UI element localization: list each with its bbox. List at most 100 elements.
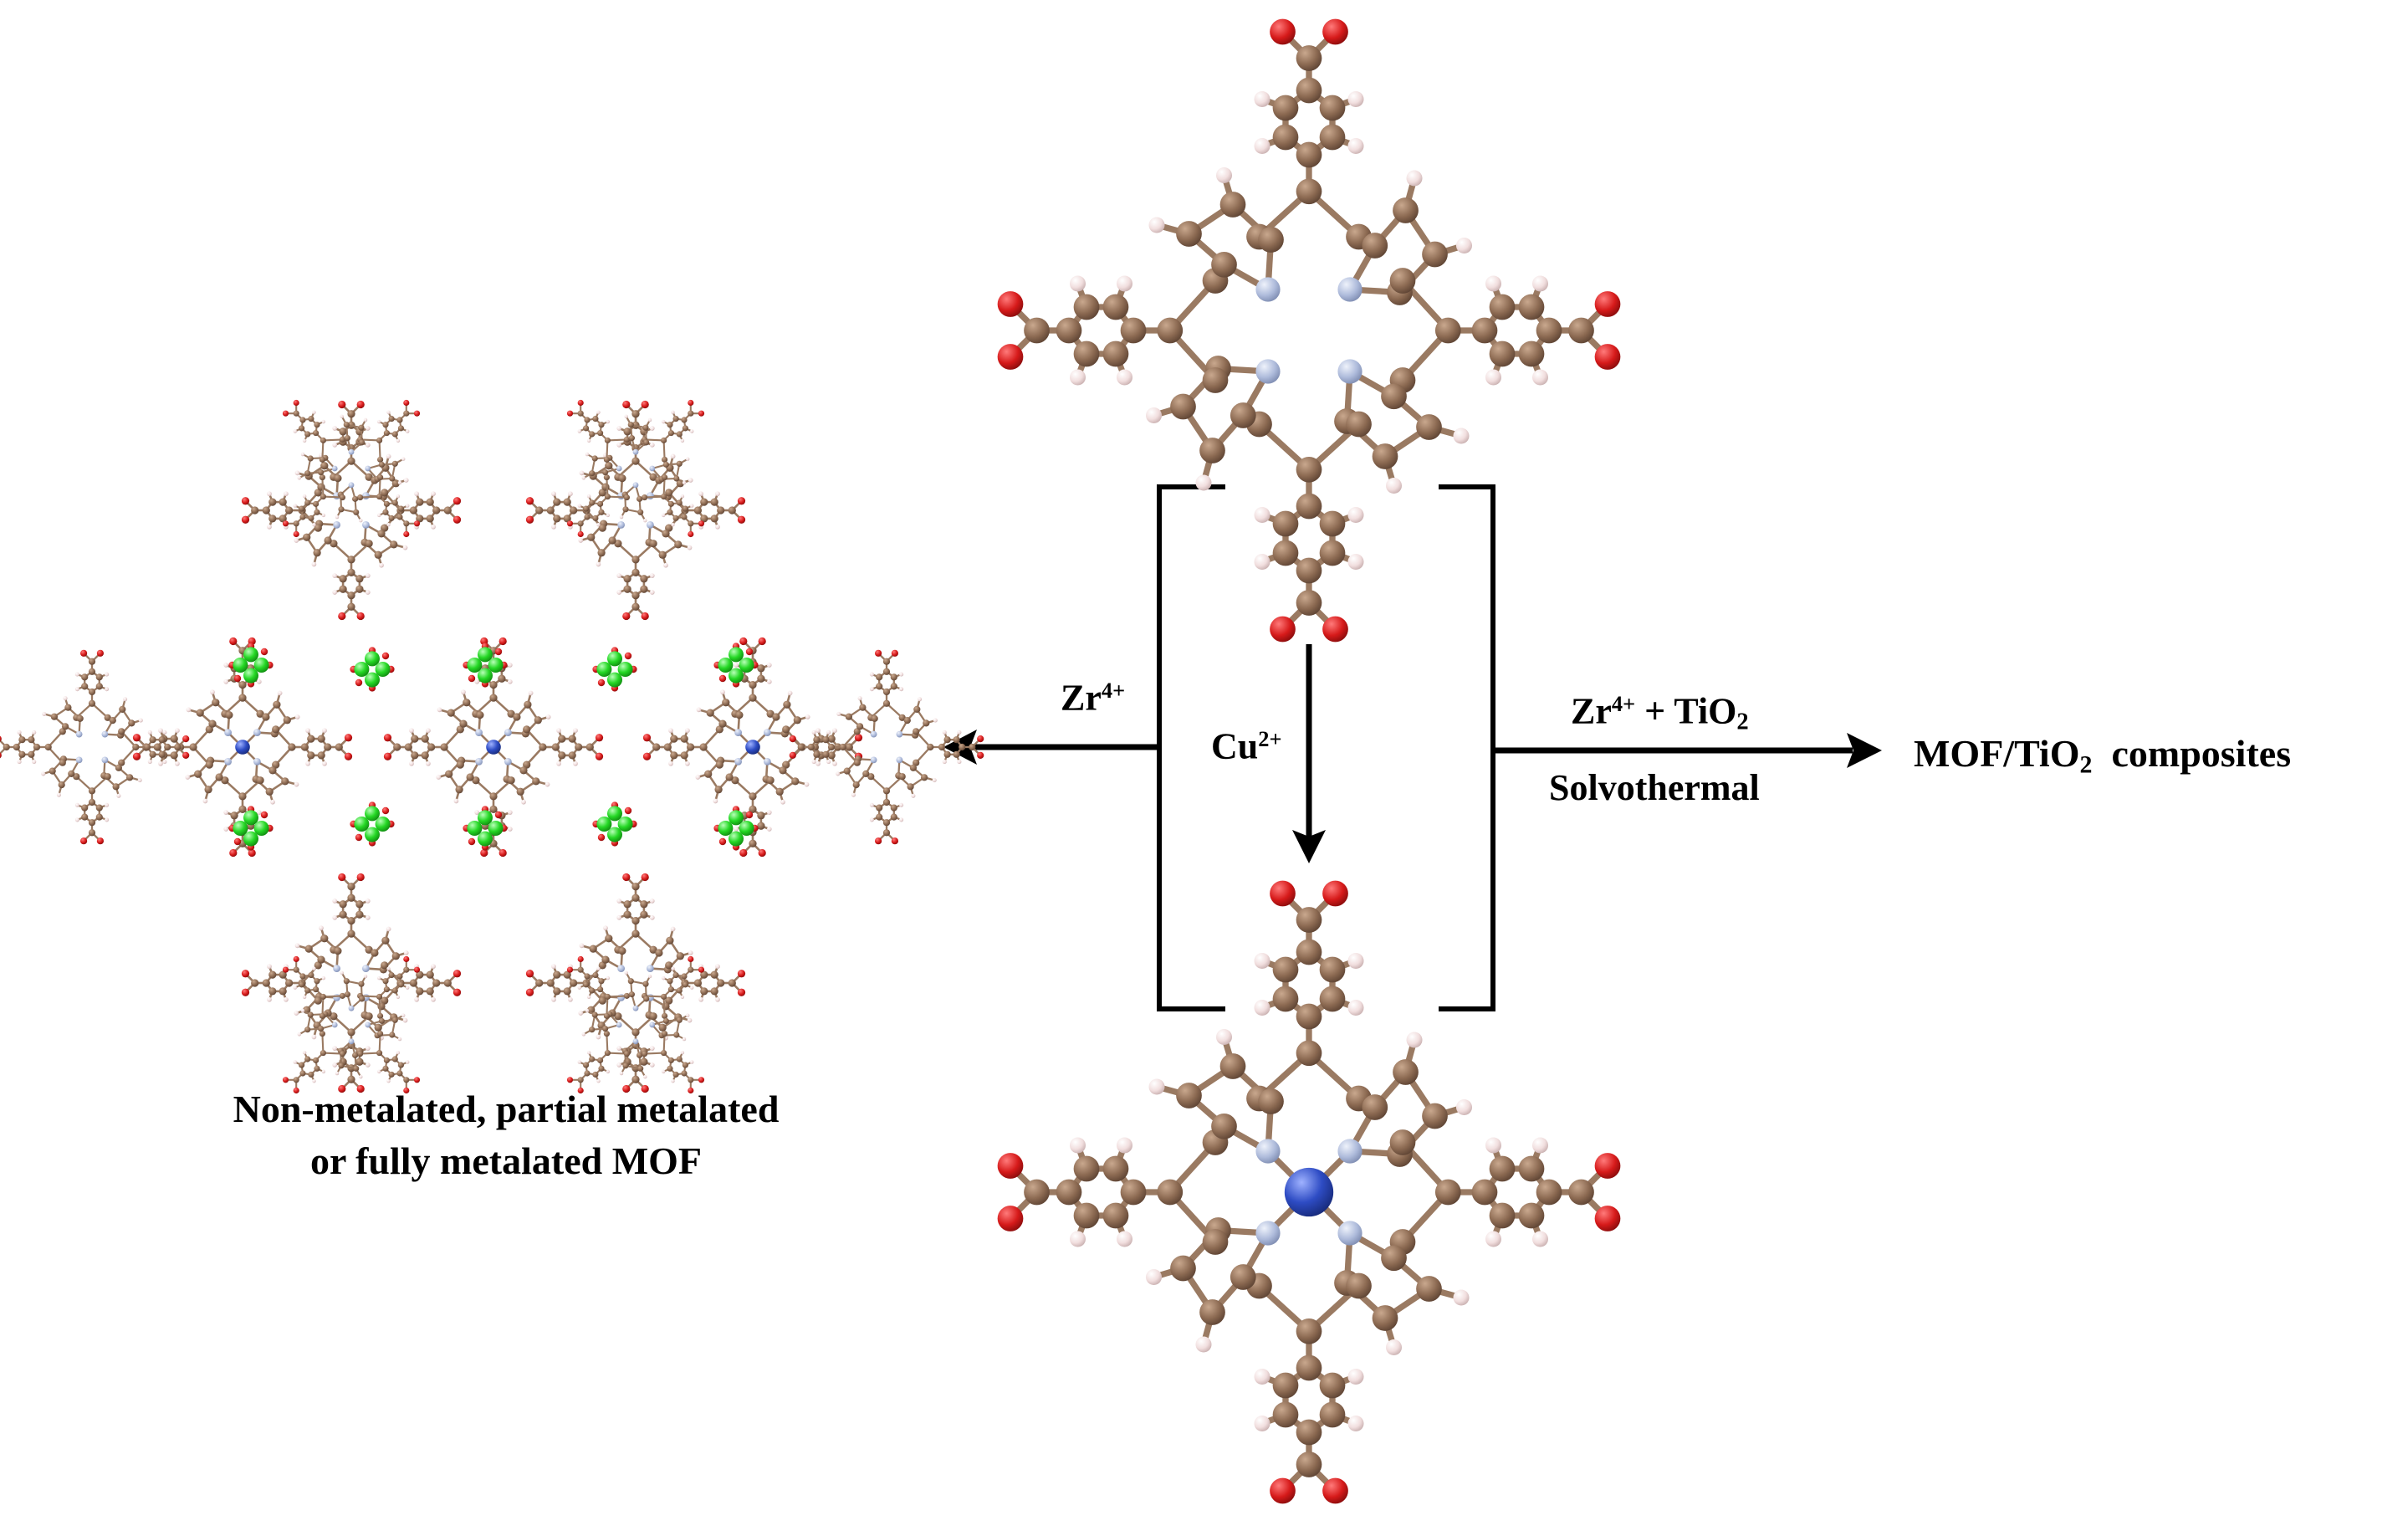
atom — [339, 992, 345, 999]
atom — [662, 1017, 669, 1024]
atom — [1296, 1419, 1322, 1446]
atom — [665, 961, 673, 970]
atom — [355, 585, 364, 593]
atom — [890, 813, 897, 821]
atom — [676, 1016, 683, 1023]
atom — [262, 506, 270, 515]
atom — [388, 972, 395, 979]
atom — [682, 1062, 688, 1068]
atom — [305, 728, 310, 734]
atom — [1270, 18, 1296, 45]
atom — [822, 736, 830, 744]
atom — [616, 1046, 622, 1051]
atom — [405, 1060, 410, 1064]
atom — [443, 506, 452, 515]
atom — [686, 743, 695, 751]
atom — [88, 819, 96, 827]
atom — [789, 735, 796, 743]
atom — [335, 515, 340, 520]
atom — [663, 743, 672, 751]
zirconium-atom — [243, 810, 258, 826]
atom — [397, 425, 404, 432]
atom — [641, 400, 649, 409]
atom — [319, 474, 325, 481]
atom — [1148, 217, 1165, 233]
atom — [338, 400, 346, 409]
atom — [302, 438, 307, 443]
atom — [637, 1052, 643, 1058]
atom — [397, 981, 404, 988]
atom — [737, 988, 746, 996]
atom — [210, 689, 215, 695]
atom — [525, 970, 534, 978]
atom — [383, 430, 390, 437]
bond — [443, 746, 462, 765]
solvothermal-label: Solvothermal — [1549, 767, 1760, 808]
atom — [1434, 1179, 1461, 1206]
atom — [969, 743, 976, 751]
atom — [238, 805, 247, 814]
atom — [791, 777, 800, 786]
atom — [229, 848, 238, 858]
atom — [662, 530, 670, 538]
atom — [734, 827, 739, 832]
atom — [775, 787, 784, 796]
atom — [700, 970, 708, 979]
atom — [624, 414, 628, 419]
atom — [642, 1051, 648, 1057]
bond — [274, 729, 293, 748]
atom — [640, 910, 648, 919]
zr-cluster — [713, 806, 759, 851]
atom — [431, 524, 436, 530]
atom — [377, 530, 386, 538]
atom — [416, 498, 424, 506]
atom — [589, 470, 596, 477]
atom — [308, 1071, 314, 1078]
atom — [766, 827, 772, 832]
atom — [105, 687, 110, 692]
atom — [602, 469, 609, 476]
atom — [616, 590, 622, 595]
atom — [551, 491, 556, 497]
atom — [409, 979, 418, 987]
atom — [918, 697, 923, 702]
atom — [586, 494, 591, 499]
atom — [313, 500, 320, 507]
atom — [575, 743, 583, 751]
atom — [1296, 1318, 1322, 1344]
atom — [1215, 166, 1233, 184]
atom — [682, 981, 688, 988]
atom — [396, 494, 401, 499]
atom — [932, 778, 937, 783]
atom — [687, 545, 693, 550]
atom — [320, 934, 329, 943]
atom — [943, 750, 951, 758]
atom — [371, 949, 379, 957]
atom — [1594, 344, 1621, 370]
zirconium-atom — [729, 810, 744, 826]
atom — [356, 400, 365, 409]
atom — [882, 787, 891, 795]
atom — [811, 730, 816, 735]
atom — [649, 1046, 655, 1051]
atom — [112, 783, 120, 791]
atom — [556, 728, 561, 734]
atom — [393, 743, 401, 751]
atom — [869, 802, 874, 807]
zr-tio2-label: Zr4+ + TiO2 — [1571, 690, 1749, 735]
atom — [566, 966, 574, 973]
atom — [862, 770, 870, 778]
atom — [28, 750, 35, 758]
atom — [164, 743, 171, 751]
atom — [463, 699, 471, 707]
atom — [757, 664, 765, 673]
atom — [671, 1078, 675, 1083]
atom — [386, 926, 391, 932]
atom — [1489, 294, 1516, 320]
atom — [320, 462, 329, 470]
atom — [348, 1005, 355, 1011]
atom — [563, 970, 571, 979]
atom — [591, 1011, 598, 1018]
atom — [827, 743, 836, 751]
atom — [378, 1017, 385, 1024]
